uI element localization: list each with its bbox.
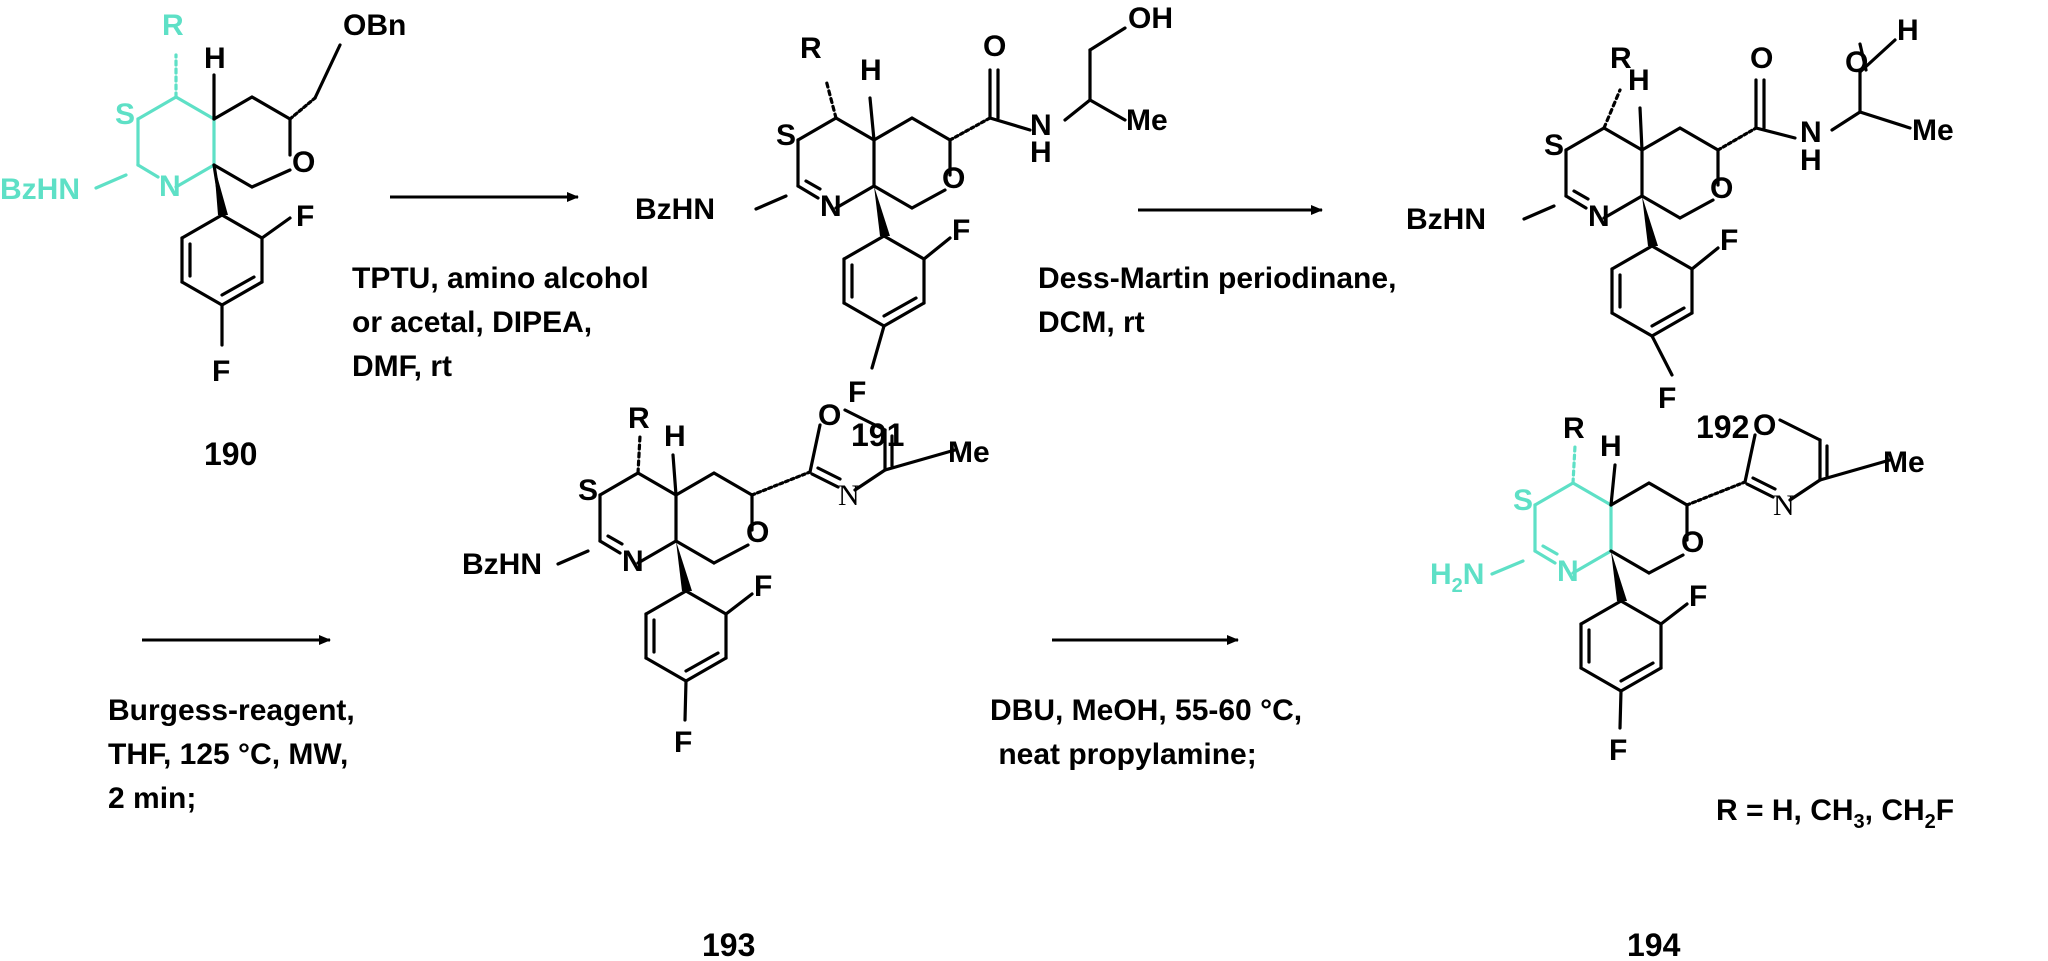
c194-h-label: H — [1600, 430, 1622, 463]
c191-f1-label: F — [952, 214, 970, 247]
c190-f2-label: F — [212, 355, 230, 388]
c194-amine-label: H2N — [1430, 558, 1484, 597]
c194-n-label: N — [1557, 555, 1579, 588]
c193-f1-label: F — [754, 570, 772, 603]
c191-me-label: Me — [1126, 104, 1168, 137]
c192-co-label: O — [1750, 42, 1773, 75]
c194-oxo-label: O — [1753, 409, 1776, 442]
c192-ald-o-label: O — [1845, 46, 1868, 79]
c191-h-label: H — [860, 54, 882, 87]
step4-line2: neat propylamine; — [990, 738, 1257, 771]
c193-r-label: R — [628, 402, 650, 435]
c193-oxn-label: N — [838, 479, 860, 512]
c194-f2-label: F — [1609, 734, 1627, 767]
c194-f1-label: F — [1689, 580, 1707, 613]
c191-n-label: N — [820, 190, 842, 223]
c192-nh-n-label: N — [1800, 116, 1822, 149]
c194-s-label: S — [1513, 484, 1533, 517]
c193-pyrano-label: O — [746, 516, 769, 549]
c193-n-label: N — [622, 545, 644, 578]
step2-line1: Dess-Martin periodinane, — [1038, 262, 1396, 295]
c192-r-label: R — [1610, 42, 1632, 75]
c192-f1-label: F — [1720, 224, 1738, 257]
c190-f1-label: F — [296, 200, 314, 233]
c190-n-label: N — [159, 170, 181, 203]
c191-s-label: S — [776, 119, 796, 152]
c192-ald-h-label: H — [1897, 14, 1919, 47]
c192-h-label: H — [1628, 64, 1650, 97]
compound-label-191: 191 — [851, 417, 904, 453]
c192-amine-label: BzHN — [1406, 203, 1486, 236]
c193-amine-label: BzHN — [462, 548, 542, 581]
step4-line1: DBU, MeOH, 55-60 °C, — [990, 694, 1302, 727]
compound-194 — [1490, 418, 1892, 730]
c190-obn-label: OBn — [343, 9, 406, 42]
c194-oxn-label: N — [1773, 489, 1795, 522]
c191-co-label: O — [983, 30, 1006, 63]
c193-oxo-label: O — [818, 399, 841, 432]
c192-s-label: S — [1544, 129, 1564, 162]
c193-h-label: H — [664, 420, 686, 453]
c191-nh-h-label: H — [1030, 136, 1052, 169]
c193-s-label: S — [578, 474, 598, 507]
c190-s-label: S — [115, 98, 135, 131]
c194-me-label: Me — [1883, 446, 1925, 479]
compound-192 — [1522, 38, 1912, 377]
step1-line1: TPTU, amino alcohol — [352, 262, 649, 295]
c193-me-label: Me — [948, 436, 990, 469]
c192-ringo-label: O — [1710, 172, 1733, 205]
step3-line3: 2 min; — [108, 782, 196, 815]
compound-label-193: 193 — [702, 927, 755, 961]
step1-line2: or acetal, DIPEA, — [352, 306, 592, 339]
c191-r-label: R — [800, 32, 822, 65]
compound-label-192: 192 — [1696, 409, 1749, 445]
c193-f2-label: F — [674, 726, 692, 759]
c191-amine-label: BzHN — [635, 193, 715, 226]
c190-o-label: O — [292, 146, 315, 179]
c192-n-label: N — [1588, 200, 1610, 233]
c192-f2-label: F — [1658, 382, 1676, 415]
c190-amine-label: BzHN — [0, 173, 80, 206]
c191-nh-n-label: N — [1030, 109, 1052, 142]
step1-line3: DMF, rt — [352, 350, 452, 383]
compound-190 — [94, 43, 342, 347]
c194-pyrano-label: O — [1681, 526, 1704, 559]
compound-191 — [754, 26, 1127, 370]
c192-nh-h-label: H — [1800, 144, 1822, 177]
c190-h-label: H — [204, 42, 226, 75]
step3-line2: THF, 125 °C, MW, — [108, 738, 348, 771]
compound-label-194: 194 — [1627, 927, 1681, 961]
step2-line2: DCM, rt — [1038, 306, 1145, 339]
r-group-definition: R = H, CH3, CH2F — [1716, 794, 1954, 833]
c194-r-label: R — [1563, 412, 1585, 445]
c191-f2-label: F — [848, 376, 866, 409]
compound-193 — [556, 408, 957, 722]
c191-oh-label: OH — [1128, 2, 1173, 35]
c190-r-label: R — [162, 9, 184, 42]
step3-line1: Burgess-reagent, — [108, 694, 355, 727]
c191-ringo-label: O — [942, 162, 965, 195]
c192-me-label: Me — [1912, 114, 1954, 147]
compound-label-190: 190 — [204, 436, 257, 472]
